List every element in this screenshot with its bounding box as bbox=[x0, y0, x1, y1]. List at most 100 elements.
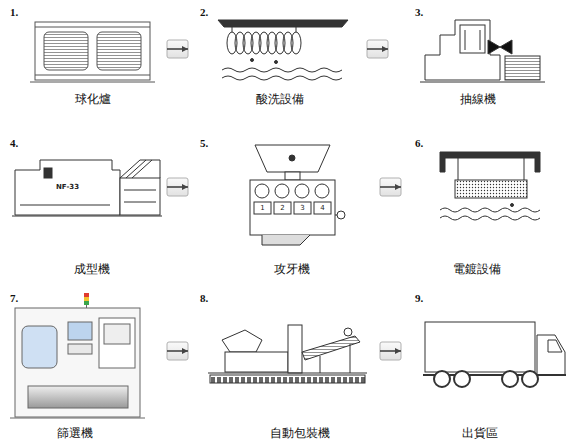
tapping-machine-illustration bbox=[250, 180, 335, 235]
truck-illustration bbox=[425, 322, 535, 372]
pickling-illustration bbox=[218, 20, 348, 27]
arrow-button bbox=[167, 178, 188, 196]
sorting-machine-illustration bbox=[84, 293, 89, 297]
station-number: 4 bbox=[314, 202, 331, 214]
process-step: 7.篩選機 bbox=[5, 288, 167, 443]
packing-machine-illustration bbox=[210, 375, 365, 383]
flow-arrow bbox=[367, 48, 388, 50]
step-label: 抽線機 bbox=[460, 92, 496, 107]
plating-illustration bbox=[511, 204, 514, 207]
station-number: 3 bbox=[294, 202, 311, 214]
step-number: 2. bbox=[200, 6, 208, 19]
sorting-machine-illustration bbox=[10, 418, 145, 419]
sorting-machine-illustration bbox=[84, 297, 89, 301]
tapping-machine-illustration bbox=[274, 202, 291, 214]
sorting-machine-illustration bbox=[10, 293, 145, 418]
step-label: 酸洗設備 bbox=[256, 92, 304, 107]
wire-drawing-illustration bbox=[425, 20, 500, 80]
truck-illustration bbox=[537, 335, 565, 375]
sorting-machine-illustration bbox=[22, 326, 57, 368]
station-number: 2 bbox=[274, 202, 291, 214]
tapping-machine-illustration bbox=[285, 172, 300, 180]
sorting-machine-illustration bbox=[99, 318, 135, 368]
tapping-machine-illustration bbox=[314, 202, 331, 214]
furnace-illustration bbox=[44, 32, 88, 70]
step-number: 5. bbox=[200, 137, 208, 150]
sorting-machine-illustration bbox=[15, 308, 140, 417]
sorting-machine-illustration bbox=[68, 322, 92, 340]
truck-illustration bbox=[434, 371, 450, 387]
pickling-illustration bbox=[222, 76, 342, 80]
arrow-button bbox=[167, 342, 188, 360]
process-step: 6. 電鍍設備 bbox=[401, 133, 565, 281]
plating-illustration bbox=[440, 208, 540, 212]
plating-illustration bbox=[440, 216, 540, 220]
forming-machine-illustration bbox=[132, 160, 152, 178]
sorting-machine-illustration bbox=[68, 344, 92, 354]
flow-arrow bbox=[380, 186, 401, 188]
forming-machine-illustration bbox=[124, 190, 156, 191]
tapping-machine-illustration bbox=[289, 155, 295, 161]
packing-machine-illustration bbox=[302, 336, 360, 360]
arrow-button bbox=[380, 342, 401, 360]
wire-drawing-illustration bbox=[420, 82, 545, 83]
flow-arrow bbox=[167, 350, 188, 352]
tapping-machine-illustration bbox=[255, 184, 269, 198]
furnace-illustration bbox=[30, 22, 155, 82]
furnace-illustration bbox=[97, 32, 141, 70]
arrow-button bbox=[380, 178, 401, 196]
step-label: 電鍍設備 bbox=[453, 262, 501, 277]
pickling-illustration bbox=[251, 59, 254, 62]
plating-illustration bbox=[524, 158, 525, 180]
tapping-machine-illustration bbox=[250, 145, 345, 245]
step-label: 成型機 bbox=[74, 262, 110, 277]
forming-machine-illustration bbox=[120, 160, 160, 178]
step-number: 8. bbox=[200, 292, 208, 305]
station-number: 1 bbox=[254, 202, 271, 214]
tapping-machine-illustration bbox=[255, 145, 330, 172]
tapping-machine-illustration bbox=[294, 202, 311, 214]
step-label: 出貨區 bbox=[462, 426, 498, 441]
truck-illustration bbox=[423, 322, 566, 387]
forming-machine-illustration bbox=[124, 202, 156, 203]
pickling-illustration bbox=[232, 27, 233, 32]
plating-illustration bbox=[458, 158, 459, 180]
wire-drawing-illustration bbox=[465, 30, 466, 50]
step-number: 1. bbox=[10, 6, 18, 19]
process-step: 1. 球化爐 bbox=[5, 3, 167, 111]
truck-illustration bbox=[454, 371, 470, 387]
pickling-illustration bbox=[296, 27, 297, 32]
process-step: 4.成型機 bbox=[5, 133, 167, 281]
pickling-illustration bbox=[222, 68, 342, 72]
forming-machine-illustration bbox=[120, 178, 160, 215]
step-label: 篩選機 bbox=[57, 426, 93, 441]
tapping-machine-illustration bbox=[335, 215, 337, 216]
process-step: 3. 抽線機 bbox=[388, 3, 565, 111]
wire-drawing-illustration bbox=[500, 40, 512, 54]
flow-arrow bbox=[167, 186, 188, 188]
wire-drawing-illustration bbox=[420, 20, 545, 82]
plating-illustration bbox=[455, 180, 527, 198]
step-number: 3. bbox=[415, 6, 423, 19]
wire-drawing-illustration bbox=[505, 56, 540, 80]
furnace-illustration bbox=[35, 22, 150, 80]
sorting-machine-illustration bbox=[84, 301, 89, 305]
step-label: 球化爐 bbox=[75, 92, 111, 107]
process-step: 8.自動包裝機 bbox=[188, 288, 380, 443]
arrow-button bbox=[167, 40, 401, 360]
forming-machine-illustration bbox=[20, 205, 110, 206]
flow-arrow bbox=[167, 48, 188, 50]
model-name: NF-33 bbox=[56, 181, 79, 193]
truck-illustration bbox=[502, 371, 518, 387]
flow-arrow bbox=[380, 350, 401, 352]
pickling-illustration bbox=[275, 61, 278, 64]
packing-machine-illustration bbox=[208, 325, 367, 383]
forming-machine-illustration bbox=[12, 216, 162, 217]
truck-illustration bbox=[548, 340, 562, 352]
process-step: 2. 酸洗設備 bbox=[188, 3, 367, 111]
packing-machine-illustration bbox=[222, 330, 262, 352]
step-number: 6. bbox=[415, 137, 423, 150]
